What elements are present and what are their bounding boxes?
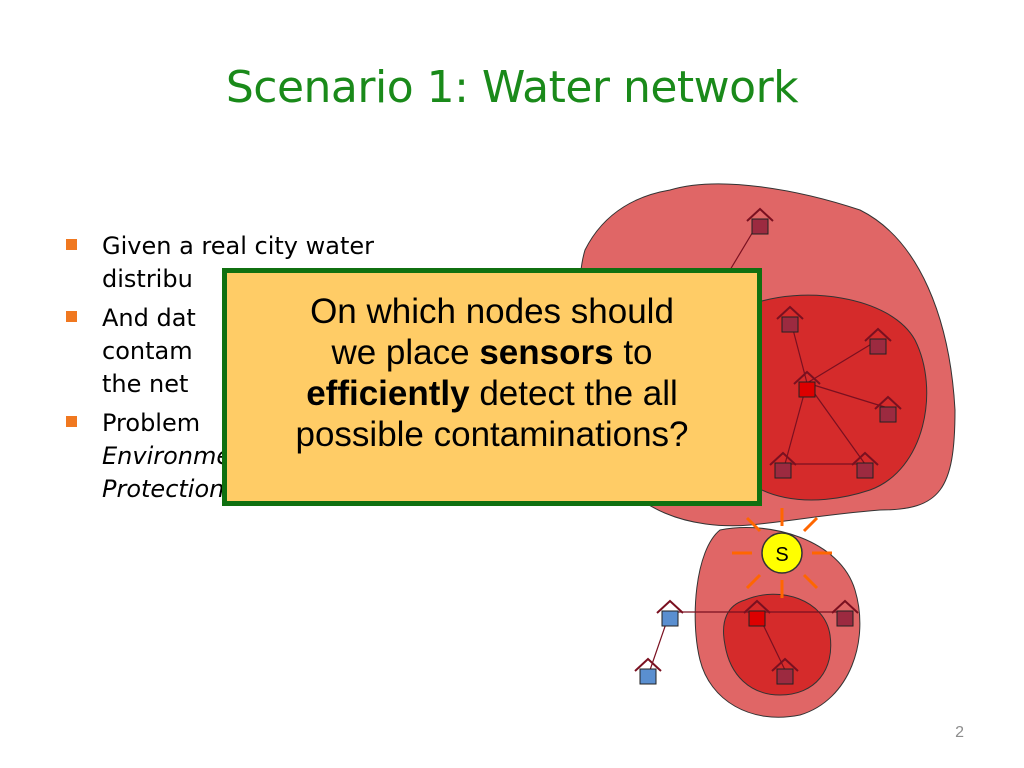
callout-line: On which nodes should <box>227 291 757 332</box>
bullet-item-1: Given a real city water distribu <box>64 230 484 296</box>
bullet-text: And dat <box>102 304 196 332</box>
bullet-text: contam <box>102 337 193 365</box>
clean-house-icon <box>634 658 662 685</box>
callout-line: we place sensors to <box>227 332 757 373</box>
bullet-text: distribu <box>102 265 193 293</box>
callout-text: possible contaminations? <box>295 415 689 454</box>
sensor-icon: S <box>732 508 832 598</box>
question-callout: On which nodes should we place sensors t… <box>222 268 762 506</box>
bullet-text: Given a real city water <box>102 232 375 260</box>
bullet-text: the net <box>102 370 189 398</box>
bullet-text: Problem <box>102 409 201 437</box>
callout-line: efficiently detect the all <box>227 373 757 414</box>
clean-house-icon <box>656 600 684 627</box>
page-number: 2 <box>955 724 964 741</box>
callout-text: detect the all <box>469 374 678 413</box>
sensor-label: S <box>775 544 788 566</box>
callout-text: we place <box>331 333 480 372</box>
bullet-item-2: And dat contam the net <box>64 302 484 401</box>
callout-text: to <box>613 333 653 372</box>
callout-line: possible contaminations? <box>227 414 757 455</box>
square-bullet-icon <box>66 239 77 250</box>
slide-title: Scenario 1: Water network <box>225 62 799 113</box>
callout-bold-text: sensors <box>479 333 614 372</box>
square-bullet-icon <box>66 416 77 427</box>
callout-text: On which nodes should <box>310 292 674 331</box>
callout-bold-text: efficiently <box>306 374 470 413</box>
square-bullet-icon <box>66 311 77 322</box>
